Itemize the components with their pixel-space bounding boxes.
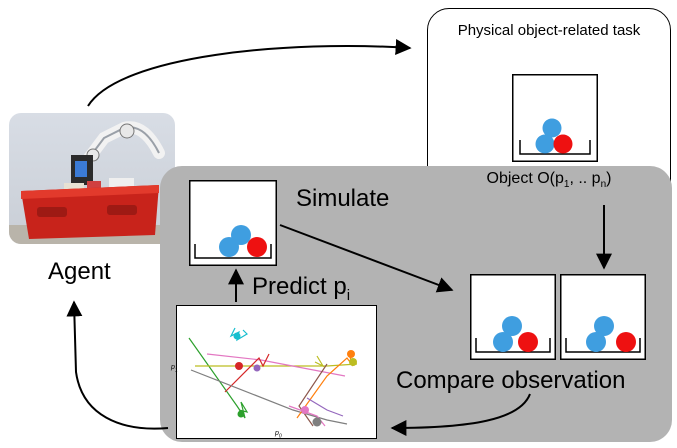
arrow-simulate-to-compare: [279, 224, 454, 293]
trajectory-lines: [188, 327, 358, 427]
task-title: Physical object-related task: [457, 22, 641, 39]
plot-y-axis-label: p1: [171, 364, 178, 374]
simulate-frame: [189, 180, 277, 266]
object-label: Object O(p1, .. pn): [486, 170, 612, 191]
compare-observation-label: Compare observation: [396, 367, 626, 394]
agent-label: Agent: [48, 258, 111, 285]
parameter-trajectory-plot: p1 p0: [171, 305, 377, 440]
arrow-agent-to-task: [87, 39, 412, 107]
ball-bottom-right: [553, 134, 573, 154]
plot-x-axis-label: p0: [275, 430, 282, 440]
ball-top: [542, 118, 562, 138]
agent-robot-photo: [9, 113, 175, 244]
predict-label: Predict pi: [252, 273, 351, 304]
ball-bottom-left: [535, 134, 555, 154]
observation-frame-sim: [470, 274, 556, 360]
task-object-frame: [512, 74, 598, 162]
arrow-compare-to-plot: [390, 393, 531, 436]
simulate-label: Simulate: [296, 185, 390, 212]
arrow-plot-to-agent: [66, 300, 169, 430]
observation-frame-real: [560, 274, 646, 360]
